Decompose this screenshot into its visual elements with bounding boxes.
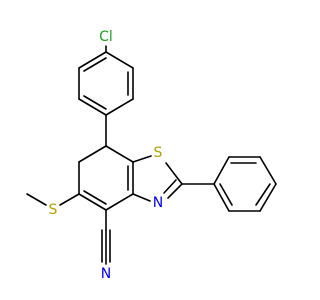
bond bbox=[78, 98, 107, 116]
bond bbox=[83, 57, 107, 72]
molecule-canvas: Cl S N S N bbox=[26, 29, 277, 282]
structure-diagram: Cl S N S N bbox=[26, 29, 277, 282]
bond bbox=[78, 193, 107, 211]
chlorophenyl-ring bbox=[78, 45, 134, 116]
bond bbox=[83, 95, 107, 110]
bond bbox=[26, 193, 47, 206]
nitrogen-nitrile-label: N bbox=[101, 266, 111, 282]
sulfur-ring-label: S bbox=[154, 145, 163, 161]
sulfur-methylthio-label: S bbox=[49, 202, 58, 218]
bond bbox=[163, 179, 177, 194]
bond bbox=[213, 156, 230, 185]
bond bbox=[259, 183, 277, 212]
benzothiazole-core bbox=[78, 145, 183, 211]
bond bbox=[132, 193, 151, 202]
bond bbox=[105, 145, 134, 163]
nitrogen-ring-label: N bbox=[153, 195, 163, 211]
phenyl-ring bbox=[213, 156, 277, 212]
bond bbox=[78, 51, 107, 69]
bond bbox=[167, 183, 183, 199]
bond bbox=[59, 193, 80, 206]
bond bbox=[78, 145, 107, 163]
bond bbox=[219, 183, 233, 206]
bond bbox=[255, 183, 271, 206]
bond bbox=[132, 155, 152, 163]
bond bbox=[105, 51, 134, 69]
bond bbox=[259, 156, 277, 185]
bond bbox=[213, 183, 230, 212]
chlorine-label: Cl bbox=[99, 29, 113, 45]
bond bbox=[165, 162, 183, 185]
bond bbox=[105, 98, 134, 116]
bond bbox=[105, 193, 134, 211]
bond bbox=[83, 190, 107, 205]
